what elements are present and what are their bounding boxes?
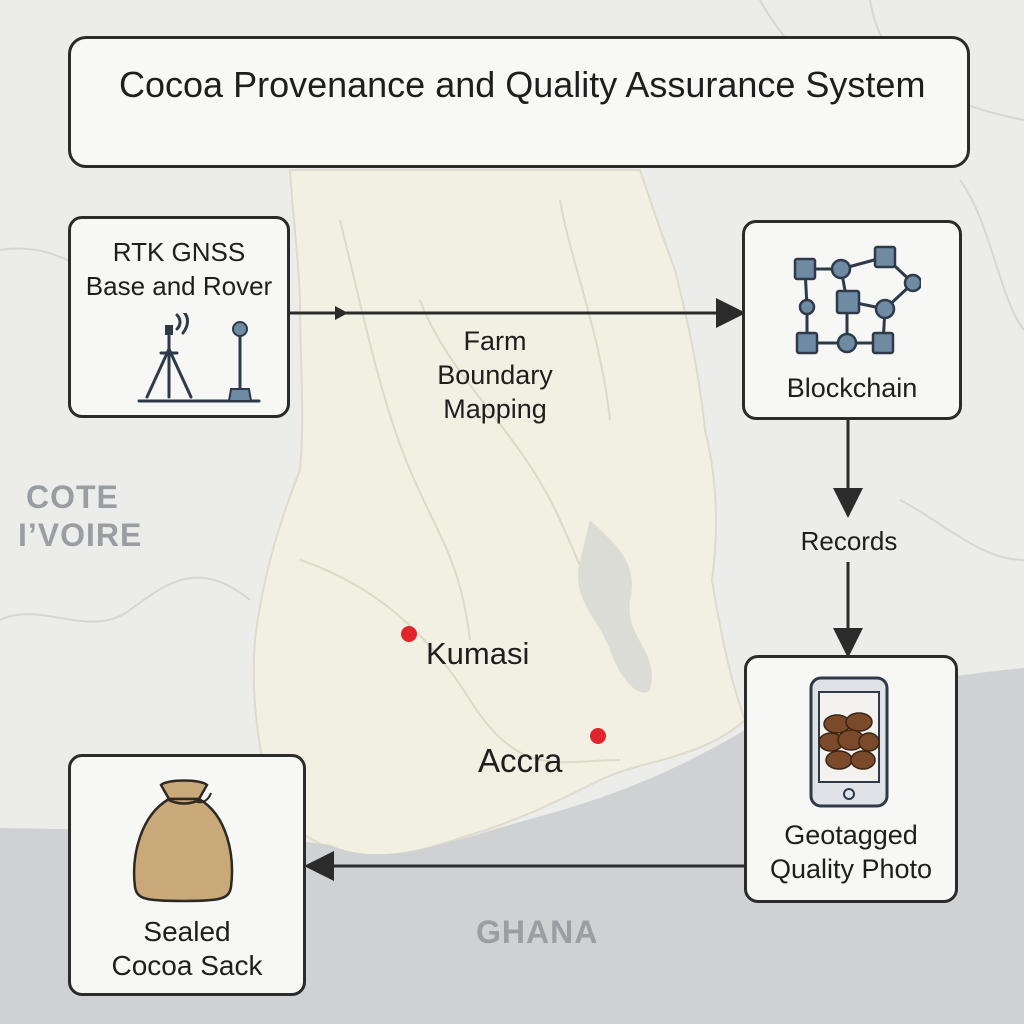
node-blockchain: Blockchain <box>742 220 962 420</box>
node-photo-line1: Geotagged <box>784 820 918 850</box>
node-sack-line2: Cocoa Sack <box>111 950 263 981</box>
city-label-kumasi: Kumasi <box>426 636 530 671</box>
node-sack-line1: Sealed <box>143 916 231 947</box>
flow-label-records: Records <box>800 526 898 556</box>
node-geotagged-photo: Geotagged Quality Photo <box>744 655 958 903</box>
flow-label-mapping: Farm Boundary Mapping <box>400 324 590 426</box>
node-gnss-line1: RTK GNSS <box>112 237 246 267</box>
title-box: Cocoa Provenance and Quality Assurance S… <box>68 36 970 168</box>
gnss-tripod-icon <box>137 313 261 403</box>
node-rtk-gnss: RTK GNSS Base and Rover <box>68 216 290 418</box>
smartphone-cocoa-beans-icon <box>809 676 889 808</box>
blockchain-network-icon <box>793 245 921 355</box>
country-label-cote-divoire: COTE I’VOIRE <box>18 478 142 554</box>
page-title: Cocoa Provenance and Quality Assurance S… <box>119 64 926 105</box>
city-dot-kumasi <box>401 626 417 642</box>
node-blockchain-label: Blockchain <box>786 373 918 403</box>
node-sealed-sack: Sealed Cocoa Sack <box>68 754 306 996</box>
country-label-line2: I’VOIRE <box>18 517 143 553</box>
flow-mapping-line3: Mapping <box>443 394 547 424</box>
node-gnss-line2: Base and Rover <box>85 271 273 301</box>
country-label-line1: COTE <box>26 479 119 515</box>
cocoa-sack-icon <box>132 779 234 903</box>
lake-volta <box>577 520 652 693</box>
node-photo-line2: Quality Photo <box>769 854 933 884</box>
country-label-ghana: GHANA <box>476 914 599 950</box>
city-label-accra: Accra <box>478 742 563 779</box>
city-dot-accra <box>590 728 606 744</box>
flow-mapping-line2: Boundary <box>437 360 553 390</box>
flow-mapping-line1: Farm <box>463 326 527 356</box>
ghana-land <box>252 169 747 864</box>
